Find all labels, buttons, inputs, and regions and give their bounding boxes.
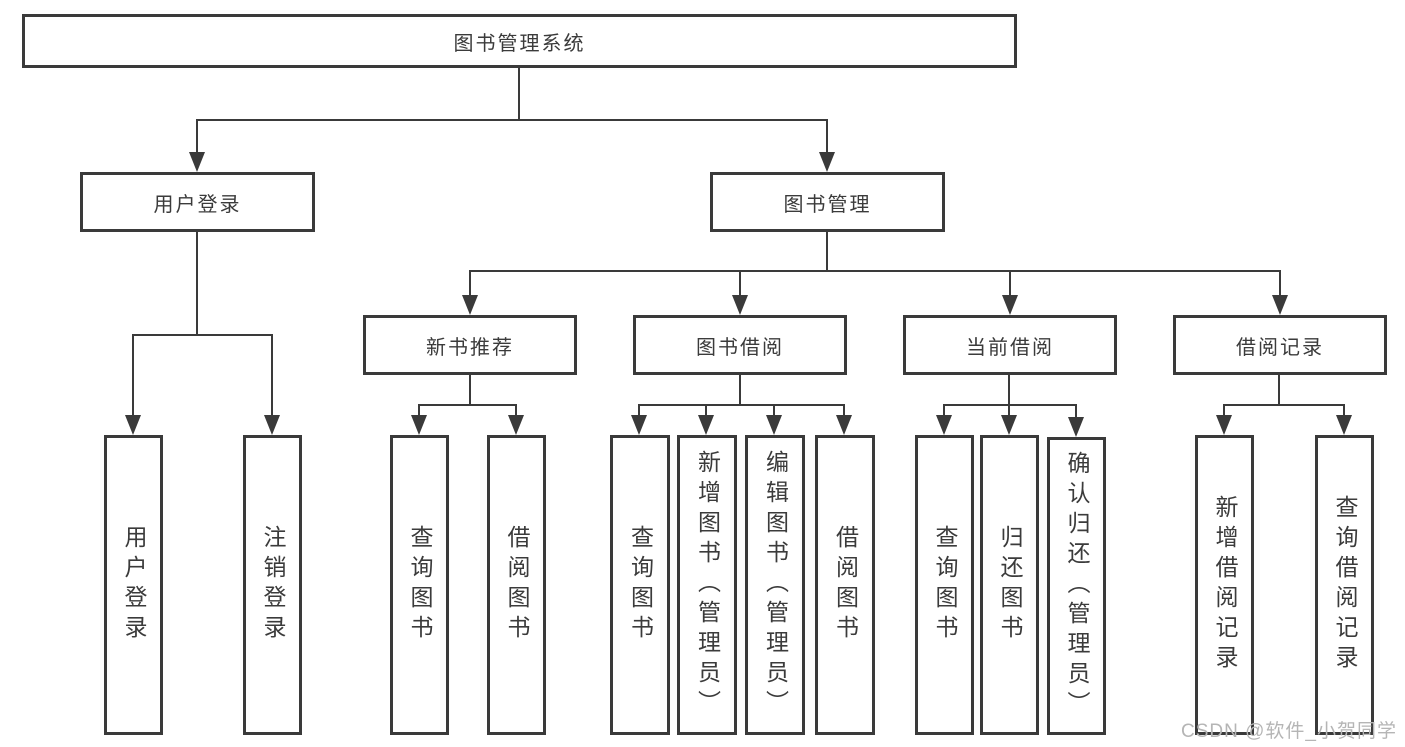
csdn-watermark: CSDN @软件_小贺同学 (1181, 721, 1397, 742)
leaf-newbook-borrow: 借阅图书 (487, 435, 546, 735)
leaf-user-login: 用户登录 (104, 435, 163, 735)
arrow-into-new-book (462, 295, 478, 315)
arrow-into-book-borrowing (732, 295, 748, 315)
connector-drop-cb-confirm (1075, 404, 1077, 418)
arrow-into-cb-return (1001, 415, 1017, 435)
connector-drop-rec-add (1223, 404, 1225, 418)
arrow-into-cb-query (936, 415, 952, 435)
leaf-borrow-edit-book-admin: 编辑图书（管理员） (745, 435, 805, 735)
connector-user-login-bar (132, 334, 273, 336)
arrow-into-rec-query (1336, 415, 1352, 435)
node-borrowing-records: 借阅记录 (1173, 315, 1387, 375)
node-root-label: 图书管理系统 (453, 32, 586, 55)
connector-drop-leaf-logout (271, 334, 273, 418)
leaf-borrow-book: 借阅图书 (815, 435, 875, 735)
arrow-into-cb-confirm (1068, 417, 1084, 437)
node-book-borrowing: 图书借阅 (633, 315, 847, 375)
connector-drop-rec-query (1343, 404, 1345, 418)
leaf-borrow-query-label: 查询图书 (627, 525, 654, 645)
connector-drop-cb-return (1008, 404, 1010, 418)
connector-drop-current-borrowing (1009, 270, 1011, 298)
leaf-add-borrow-record: 新增借阅记录 (1195, 435, 1254, 735)
leaf-return-book-label: 归还图书 (997, 525, 1023, 645)
leaf-logout-label: 注销登录 (260, 525, 286, 645)
connector-drop-book-borrowing (739, 270, 741, 298)
node-book-management-label: 图书管理 (783, 193, 872, 216)
connector-drop-new-book (469, 270, 471, 298)
connector-user-login-trunk (196, 232, 198, 336)
connector-drop-bb-borrow (843, 404, 845, 418)
node-new-book-recommend-label: 新书推荐 (426, 336, 514, 359)
connector-bookborrow-bar (638, 404, 845, 406)
connector-level3-bar (469, 270, 1281, 272)
leaf-borrow-add-book-admin-label: 新增图书（管理员） (694, 450, 721, 720)
leaf-add-borrow-record-label: 新增借阅记录 (1212, 495, 1238, 675)
leaf-confirm-return-admin: 确认归还（管理员） (1047, 437, 1106, 735)
arrow-into-current-borrowing (1002, 295, 1018, 315)
node-user-login-label: 用户登录 (153, 193, 242, 216)
leaf-borrow-book-label: 借阅图书 (832, 525, 859, 645)
node-root-system: 图书管理系统 (22, 14, 1017, 68)
connector-drop-user-login (196, 119, 198, 155)
node-book-borrowing-label: 图书借阅 (696, 336, 784, 359)
arrow-into-bb-query (631, 415, 647, 435)
connector-drop-bb-add (705, 404, 707, 418)
leaf-newbook-query-label: 查询图书 (407, 525, 433, 645)
arrow-into-user-login (189, 152, 205, 172)
arrow-into-newbook-borrow (508, 415, 524, 435)
leaf-current-query-label: 查询图书 (932, 525, 958, 645)
node-borrowing-records-label: 借阅记录 (1236, 336, 1324, 359)
leaf-borrow-edit-book-admin-label: 编辑图书（管理员） (762, 450, 789, 720)
arrow-into-leaf-login (125, 415, 141, 435)
leaf-query-borrow-record-label: 查询借阅记录 (1332, 495, 1358, 675)
connector-records-bar (1223, 404, 1345, 406)
connector-drop-borrowing-records (1279, 270, 1281, 298)
node-current-borrowing-label: 当前借阅 (966, 336, 1054, 359)
connector-drop-newbook-query (418, 404, 420, 418)
arrow-into-book-management (819, 152, 835, 172)
connector-drop-leaf-login (132, 334, 134, 418)
connector-records-trunk (1278, 375, 1280, 406)
leaf-logout: 注销登录 (243, 435, 302, 735)
connector-newbook-bar (418, 404, 517, 406)
leaf-return-book: 归还图书 (980, 435, 1039, 735)
connector-newbook-trunk (469, 375, 471, 406)
leaf-borrow-add-book-admin: 新增图书（管理员） (677, 435, 737, 735)
leaf-confirm-return-admin-label: 确认归还（管理员） (1064, 451, 1090, 721)
arrow-into-rec-add (1216, 415, 1232, 435)
arrow-into-leaf-logout (264, 415, 280, 435)
connector-current-trunk (1008, 375, 1010, 406)
leaf-newbook-borrow-label: 借阅图书 (504, 525, 530, 645)
connector-drop-bb-query (638, 404, 640, 418)
leaf-borrow-query: 查询图书 (610, 435, 670, 735)
connector-root-trunk (518, 68, 520, 121)
node-new-book-recommend: 新书推荐 (363, 315, 577, 375)
connector-drop-cb-query (943, 404, 945, 418)
arrow-into-bb-edit (766, 415, 782, 435)
arrow-into-bb-borrow (836, 415, 852, 435)
arrow-into-newbook-query (411, 415, 427, 435)
connector-book-management-trunk (826, 232, 828, 272)
leaf-newbook-query: 查询图书 (390, 435, 449, 735)
leaf-user-login-label: 用户登录 (121, 525, 147, 645)
node-user-login: 用户登录 (80, 172, 315, 232)
connector-drop-bb-edit (773, 404, 775, 418)
leaf-query-borrow-record: 查询借阅记录 (1315, 435, 1374, 735)
arrow-into-borrowing-records (1272, 295, 1288, 315)
connector-bookborrow-trunk (739, 375, 741, 406)
arrow-into-bb-add (698, 415, 714, 435)
leaf-current-query: 查询图书 (915, 435, 974, 735)
connector-level2-bar (196, 119, 828, 121)
node-book-management: 图书管理 (710, 172, 945, 232)
connector-current-bar (943, 404, 1077, 406)
connector-drop-book-management (826, 119, 828, 155)
connector-drop-newbook-borrow (515, 404, 517, 418)
node-current-borrowing: 当前借阅 (903, 315, 1117, 375)
